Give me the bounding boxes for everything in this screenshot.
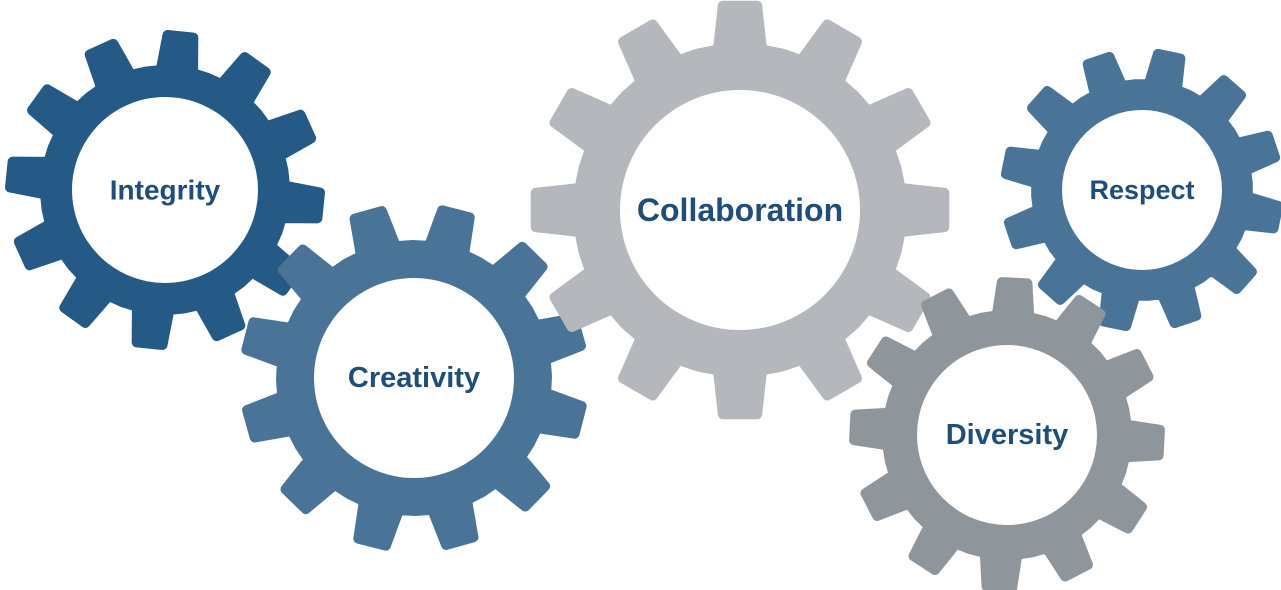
gear-collaboration: Collaboration: [530, 0, 950, 420]
gear-diversity: Diversity: [849, 277, 1165, 590]
gear-creativity-center: [314, 278, 514, 478]
gear-diversity-label: Diversity: [946, 419, 1069, 451]
gear-collaboration-center: [620, 90, 860, 330]
gear-diversity-center: [917, 345, 1097, 525]
gear-integrity-label: Integrity: [110, 175, 221, 206]
gear-creativity-label: Creativity: [348, 362, 480, 394]
gear-respect-center: [1062, 110, 1222, 270]
gear-respect-label: Respect: [1089, 175, 1194, 205]
gear-integrity-center: [72, 97, 258, 283]
gear-integrity: Integrity: [5, 30, 325, 350]
gear-creativity: Creativity: [241, 205, 587, 551]
gear-respect: Respect: [1000, 48, 1281, 332]
gear-collaboration-label: Collaboration: [637, 192, 843, 228]
